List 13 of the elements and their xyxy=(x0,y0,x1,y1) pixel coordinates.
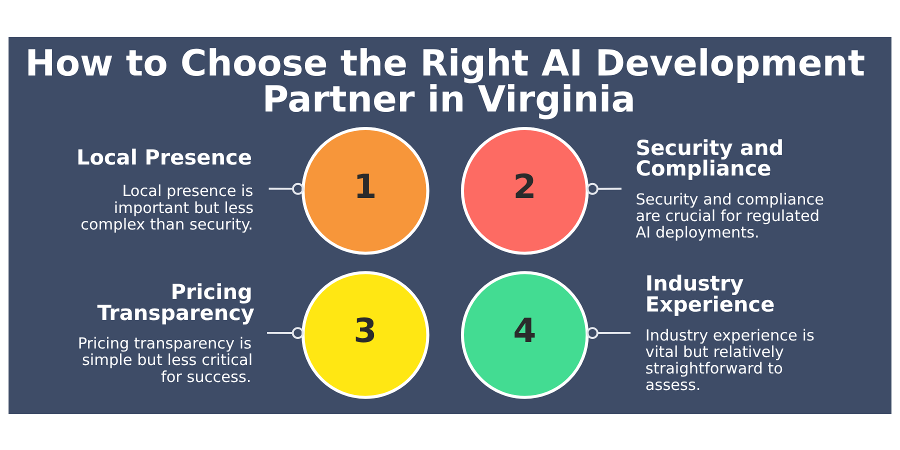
node-text: Local Presence Local presence is important but less complex than security. xyxy=(76,145,254,233)
node-text: Pricing Transparency Pricing transparency is simple but less critical for success. xyxy=(78,279,254,386)
connector xyxy=(586,326,631,338)
connector xyxy=(267,326,304,338)
node-text: Security and Compliance Security and compliance are crucial for regulated AI deployments. xyxy=(636,135,824,242)
connector xyxy=(268,182,304,194)
node-circle: 1 xyxy=(302,126,430,254)
connector xyxy=(586,182,622,194)
node-text: Industry Experience Industry experience is vital but relatively straightforward to assess. xyxy=(645,271,814,394)
node-circle: 4 xyxy=(460,270,589,398)
node-circle: 2 xyxy=(460,126,589,254)
diagram-title: How to Choose the Right AI Development Partner in Virginia xyxy=(25,43,866,120)
node-circle: 3 xyxy=(302,270,430,398)
